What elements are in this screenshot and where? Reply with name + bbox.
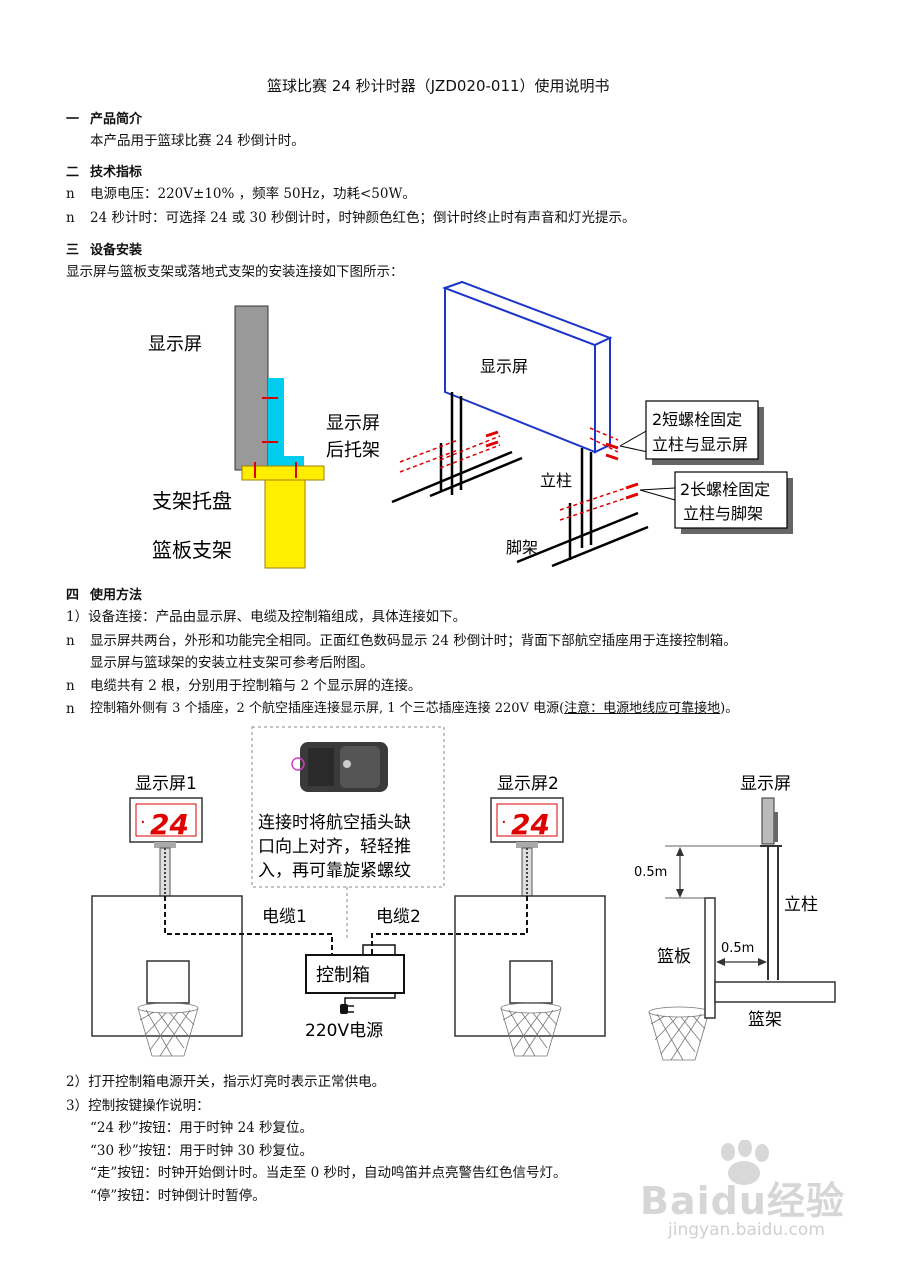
watermark: Baidu经验 jingyan.baidu.com [640,1140,890,1250]
section-3-heading: 设备安装 [90,243,143,258]
label-cable2: 电缆2 [376,907,421,927]
bullet-marker: n [66,210,75,226]
label-board: 篮板 [657,947,691,967]
bullet-marker: n [66,701,75,717]
connector-note-line2: 口向上对齐，轻轻推 [258,837,411,857]
screen2-dot: · [501,812,507,833]
label-screen2: 显示屏2 [497,774,559,794]
label-screen: 显示屏 [148,334,202,355]
aviation-plug-image [291,742,388,792]
callout2-line2: 立柱与脚架 [683,504,763,523]
control-box-text-end: )。 [720,701,739,716]
usage-step-1: 1）设备连接：产品由显示屏、电缆及控制箱组成，具体连接如下。 [66,609,467,625]
bullet-marker: n [66,186,75,202]
section-3-text: 显示屏与篮板支架或落地式支架的安装连接如下图所示： [66,264,404,280]
screen1-digits: 24 [150,808,189,841]
label-tray: 支架托盘 [152,489,232,513]
label-post-side: 立柱 [784,895,818,915]
section-4-number: 四 [66,588,80,603]
section-1-number: 一 [66,112,80,127]
grounding-note: 注意：电源地线应可靠接地 [564,701,721,716]
callout1-line2: 立柱与显示屏 [652,435,748,454]
label-foot: 脚架 [506,538,538,557]
callout1-line1: 2短螺栓固定 [652,410,742,429]
label-power: 220V电源 [305,1021,383,1041]
watermark-url: jingyan.baidu.com [668,1220,825,1240]
watermark-brand: Baidu经验 [640,1179,845,1223]
spec-timer: 24 秒计时：可选择 24 或 30 秒倒计时，时钟颜色红色；倒计时终止时有声音… [90,210,636,226]
usage-bullet-control-box: 控制箱外侧有 3 个插座，2 个航空插座连接显示屏, 1 个三芯插座连接 220… [90,700,738,718]
label-screen-side: 显示屏 [740,774,791,794]
section-2-heading: 技术指标 [90,165,143,180]
connector-note-line1: 连接时将航空插头缺 [258,813,411,833]
key-stop: “停”按钮：时钟倒计时暂停。 [90,1188,266,1204]
control-box-label: 控制箱 [316,965,370,986]
label-frame: 篮架 [748,1010,782,1030]
bullet-marker: n [66,678,75,694]
connector-note-line3: 入，再可靠旋紧螺纹 [258,861,411,881]
label-screen1: 显示屏1 [135,774,197,794]
bracket-cross-section: 显示屏 显示屏 后托架 支架托盘 篮板支架 [148,305,380,569]
section-1-heading: 产品简介 [90,112,143,127]
dimension-height: 0.5m [634,865,667,880]
callout2-line1: 2长螺栓固定 [680,480,770,499]
section-2-number: 二 [66,165,80,180]
usage-step-2: 2）打开控制箱电源开关，指示灯亮时表示正常供电。 [66,1074,386,1090]
usage-bullet-screens: 显示屏共两台，外形和功能完全相同。正面红色数码显示 24 秒倒计时；背面下部航空… [90,633,737,649]
label-rear-bracket-1: 显示屏 [326,413,380,434]
screen1-dot: · [140,812,146,833]
usage-step-3: 3）控制按键操作说明： [66,1098,210,1114]
label-rear-bracket-2: 后托架 [326,440,380,461]
mounting-side-view: 显示屏 立柱 0.5m 篮板 0.5m 篮架 [634,774,836,1030]
section-4-heading: 使用方法 [90,588,143,603]
paw-icon [721,1140,769,1185]
usage-bullet-cables: 电缆共有 2 根，分别用于控制箱与 2 个显示屏的连接。 [90,678,422,694]
connection-diagram: 连接时将航空插头缺 口向上对齐，轻轻推 入，再可靠旋紧螺纹 显示屏1 · 24 … [91,726,710,1061]
screen2-digits: 24 [511,808,550,841]
plug-icon [340,1004,354,1014]
control-box-text: 控制箱外侧有 3 个插座，2 个航空插座连接显示屏, 1 个三芯插座连接 220… [90,701,565,716]
key-24s: “24 秒”按钮：用于时钟 24 秒复位。 [90,1120,314,1136]
floor-stand-figure: 显示屏 [391,280,793,568]
dimension-distance: 0.5m [721,941,754,956]
section-1-text: 本产品用于篮球比赛 24 秒倒计时。 [90,133,305,149]
usage-bullet-screens-cont: 显示屏与篮球架的安装立柱支架可参考后附图。 [90,655,374,671]
bullet-marker: n [66,633,75,649]
label-screen-3d: 显示屏 [480,357,528,376]
key-go: “走”按钮：时钟开始倒计时。当走至 0 秒时，自动鸣笛并点亮警告红色信号灯。 [90,1165,567,1181]
page-title: 篮球比赛 24 秒计时器（JZD020-011）使用说明书 [267,77,610,95]
section-3-number: 三 [66,243,80,258]
key-30s: “30 秒”按钮：用于时钟 30 秒复位。 [90,1143,314,1159]
label-board-bracket: 篮板支架 [152,538,232,562]
spec-power: 电源电压：220V±10% ，频率 50Hz，功耗<50W。 [90,186,416,202]
label-post: 立柱 [540,471,572,490]
label-cable1: 电缆1 [262,907,307,927]
